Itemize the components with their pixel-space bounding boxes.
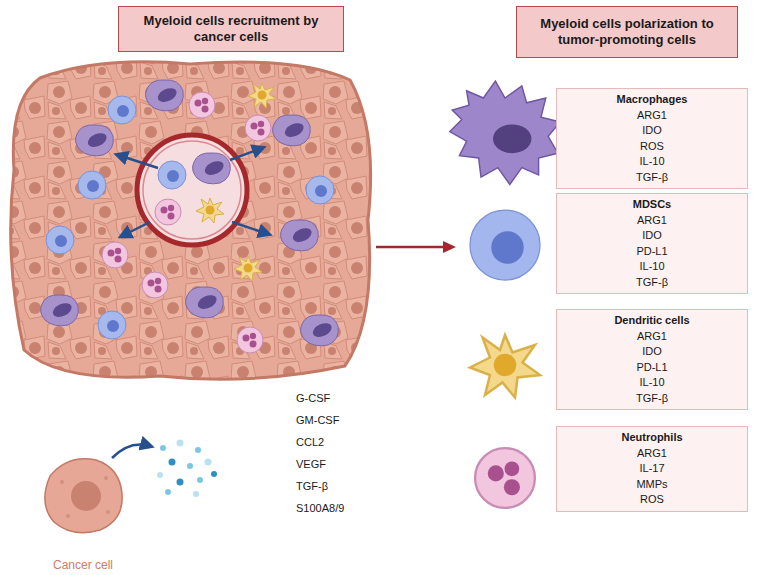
node-item: IL-10 xyxy=(561,154,743,170)
node-item: IDO xyxy=(561,228,743,244)
cytokine-label: CCL2 xyxy=(296,436,324,448)
node-item: IL-10 xyxy=(561,259,743,275)
cytokine-label: G-CSF xyxy=(296,392,330,404)
node-item: TGF-β xyxy=(561,170,743,186)
node-item: ARG1 xyxy=(561,329,743,345)
node-item: ROS xyxy=(561,492,743,508)
node-item: TGF-β xyxy=(561,275,743,291)
node-item: ROS xyxy=(561,139,743,155)
node-title: Dendritic cells xyxy=(561,313,743,329)
node-item: PD-L1 xyxy=(561,360,743,376)
cell-box: MacrophagesARG1IDOROSIL-10TGF-β xyxy=(556,88,748,189)
node-item: ARG1 xyxy=(561,446,743,462)
node-item: ARG1 xyxy=(561,108,743,124)
node-item: IDO xyxy=(561,344,743,360)
node-title: Myeloid cells polarization to tumor-prom… xyxy=(525,16,729,48)
cancer-cell: Cancer cell xyxy=(28,446,138,572)
node-title: MDSCs xyxy=(561,197,743,213)
node-item: TGF-β xyxy=(561,391,743,407)
node-title: Myeloid cells recruitment by cancer cell… xyxy=(127,13,335,45)
cytokine-label: VEGF xyxy=(296,458,326,470)
cell-box: Dendritic cellsARG1IDOPD-L1IL-10TGF-β xyxy=(556,309,748,410)
cell-box: NeutrophilsARG1IL-17MMPsROS xyxy=(556,426,748,512)
cell-box: MDSCsARG1IDOPD-L1IL-10TGF-β xyxy=(556,193,748,294)
node-item: IL-17 xyxy=(561,461,743,477)
node-item: PD-L1 xyxy=(561,244,743,260)
cell-shape xyxy=(28,446,138,546)
cytokine-label: TGF-β xyxy=(296,480,328,492)
node-item: ARG1 xyxy=(561,213,743,229)
node-title: Macrophages xyxy=(561,92,743,108)
node-title: Cancer cell xyxy=(28,558,138,572)
header-box: Myeloid cells polarization to tumor-prom… xyxy=(516,6,738,58)
node-item: IDO xyxy=(561,123,743,139)
cytokine-label: S100A8/9 xyxy=(296,502,344,514)
header-box: Myeloid cells recruitment by cancer cell… xyxy=(118,6,344,52)
node-title: Neutrophils xyxy=(561,430,743,446)
node-item: MMPs xyxy=(561,477,743,493)
cytokine-label: GM-CSF xyxy=(296,414,339,426)
node-item: IL-10 xyxy=(561,375,743,391)
